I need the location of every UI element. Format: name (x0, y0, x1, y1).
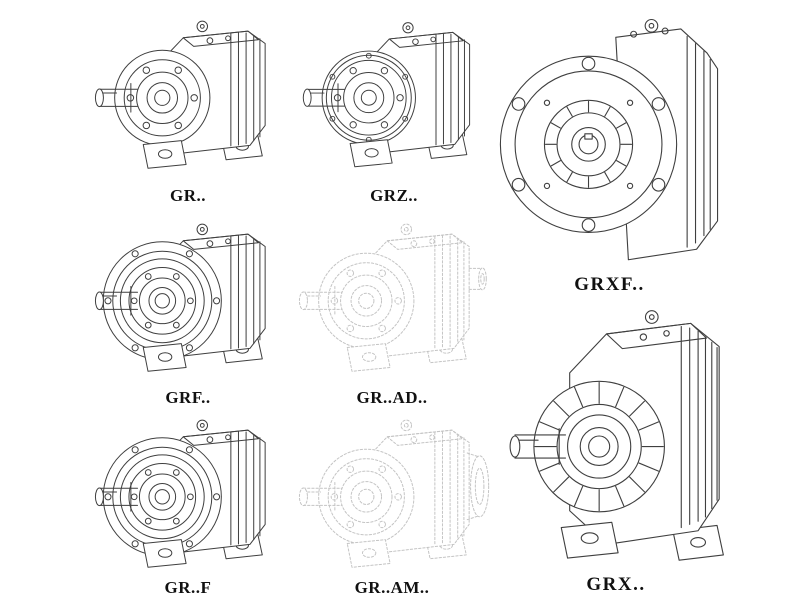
foot-mounted-gearbox-bolt-ring-drawing (296, 4, 492, 184)
product-cell-grz: GRZ.. (296, 4, 492, 206)
product-label-gram: GR..AM.. (354, 578, 430, 597)
flange-mounted-gearbox-front-drawing (499, 18, 719, 261)
product-cell-grff: GR..F (88, 410, 288, 598)
gearbox-line-art (95, 420, 265, 567)
gearbox-line-art-ghost (299, 420, 488, 567)
product-label-grad: GR..AD.. (356, 388, 428, 407)
product-label-grf: GRF.. (165, 388, 211, 407)
product-cell-grx: GRX.. (496, 300, 736, 596)
product-label-grz: GRZ.. (370, 186, 418, 205)
foot-mounted-gearbox-drawing (88, 4, 288, 184)
gearbox-with-input-adapter-drawing (292, 208, 492, 386)
product-label-grxf: GRXF.. (574, 274, 645, 295)
gearbox-line-art-ghost (299, 224, 486, 371)
gearbox-line-art (499, 18, 719, 261)
flange-gearbox-drawing (88, 208, 288, 386)
product-cell-grad: GR..AD.. (292, 208, 492, 408)
product-cell-grxf: GRXF.. (492, 2, 727, 296)
product-label-grff: GR..F (164, 578, 212, 597)
large-foot-mounted-gearbox-drawing (509, 310, 724, 561)
product-cell-gram: GR..AM.. (292, 410, 492, 598)
gearbox-line-art (95, 21, 265, 168)
product-cell-gr: GR.. (88, 4, 288, 206)
gearbox-line-art (303, 23, 469, 167)
gearbox-with-adapter-flange-drawing (292, 410, 492, 576)
gearbox-line-art (509, 310, 724, 561)
gearbox-line-art (95, 224, 265, 371)
product-label-gr: GR.. (170, 186, 206, 205)
product-cell-grf: GRF.. (88, 208, 288, 408)
product-label-grx: GRX.. (586, 574, 646, 595)
flange-gearbox-drawing (88, 410, 288, 576)
